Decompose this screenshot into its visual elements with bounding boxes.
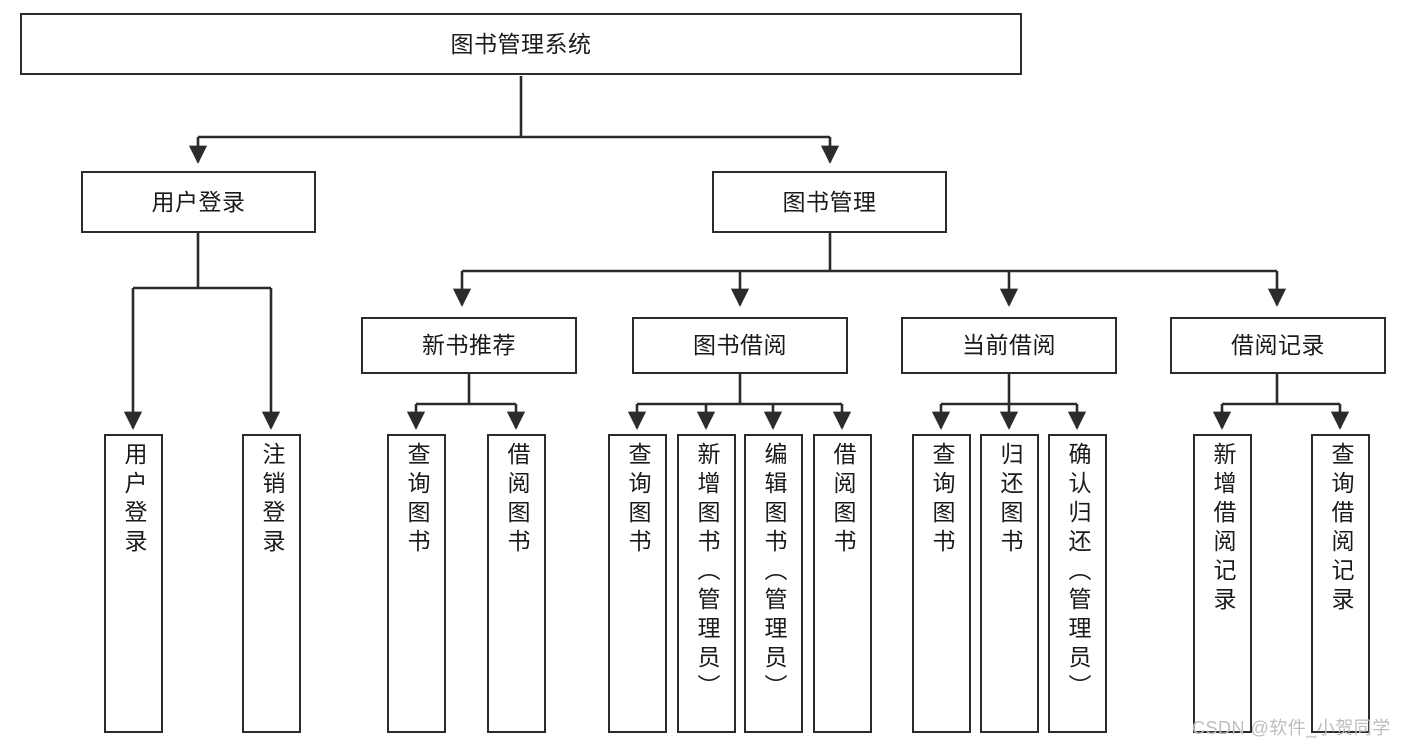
node-leaf-user-login-label: 用户登录: [121, 442, 147, 558]
node-leaf-return-book[interactable]: 归还图书: [980, 434, 1039, 733]
node-leaf-query-record-label: 查询借阅记录: [1328, 442, 1354, 616]
node-leaf-borrow-book-1-label: 借阅图书: [504, 442, 530, 558]
node-leaf-query-book-2[interactable]: 查询图书: [608, 434, 667, 733]
node-leaf-edit-book-label: 编辑图书（管理员）: [761, 442, 787, 703]
csdn-watermark: CSDN @软件_小贺同学: [1192, 718, 1391, 738]
node-leaf-add-record[interactable]: 新增借阅记录: [1193, 434, 1252, 733]
node-root[interactable]: 图书管理系统: [20, 13, 1022, 75]
node-leaf-user-login[interactable]: 用户登录: [104, 434, 163, 733]
node-leaf-confirm-return[interactable]: 确认归还（管理员）: [1048, 434, 1107, 733]
node-root-label: 图书管理系统: [450, 30, 592, 57]
node-user-login-label: 用户登录: [151, 188, 246, 215]
node-new-book-recommend-label: 新书推荐: [422, 332, 516, 358]
node-leaf-add-book-label: 新增图书（管理员）: [694, 442, 720, 703]
node-leaf-query-record[interactable]: 查询借阅记录: [1311, 434, 1370, 733]
node-new-book-recommend[interactable]: 新书推荐: [361, 317, 577, 374]
node-leaf-return-book-label: 归还图书: [997, 442, 1023, 558]
node-leaf-query-book-3[interactable]: 查询图书: [912, 434, 971, 733]
node-leaf-add-record-label: 新增借阅记录: [1210, 442, 1236, 616]
node-user-login[interactable]: 用户登录: [81, 171, 316, 233]
node-leaf-query-book-1[interactable]: 查询图书: [387, 434, 446, 733]
node-borrow-record-label: 借阅记录: [1231, 332, 1325, 358]
node-leaf-borrow-book-1[interactable]: 借阅图书: [487, 434, 546, 733]
node-leaf-borrow-book-2[interactable]: 借阅图书: [813, 434, 872, 733]
node-leaf-query-book-1-label: 查询图书: [404, 442, 430, 558]
node-leaf-confirm-return-label: 确认归还（管理员）: [1065, 442, 1091, 703]
node-book-borrow-label: 图书借阅: [693, 332, 787, 358]
node-book-management[interactable]: 图书管理: [712, 171, 947, 233]
node-leaf-add-book[interactable]: 新增图书（管理员）: [677, 434, 736, 733]
node-leaf-borrow-book-2-label: 借阅图书: [830, 442, 856, 558]
node-book-borrow[interactable]: 图书借阅: [632, 317, 848, 374]
node-leaf-query-book-3-label: 查询图书: [929, 442, 955, 558]
node-leaf-query-book-2-label: 查询图书: [625, 442, 651, 558]
node-current-borrow[interactable]: 当前借阅: [901, 317, 1117, 374]
node-borrow-record[interactable]: 借阅记录: [1170, 317, 1386, 374]
node-book-management-label: 图书管理: [782, 188, 877, 215]
node-current-borrow-label: 当前借阅: [962, 332, 1056, 358]
node-leaf-logout[interactable]: 注销登录: [242, 434, 301, 733]
node-leaf-edit-book[interactable]: 编辑图书（管理员）: [744, 434, 803, 733]
node-leaf-logout-label: 注销登录: [259, 442, 285, 558]
